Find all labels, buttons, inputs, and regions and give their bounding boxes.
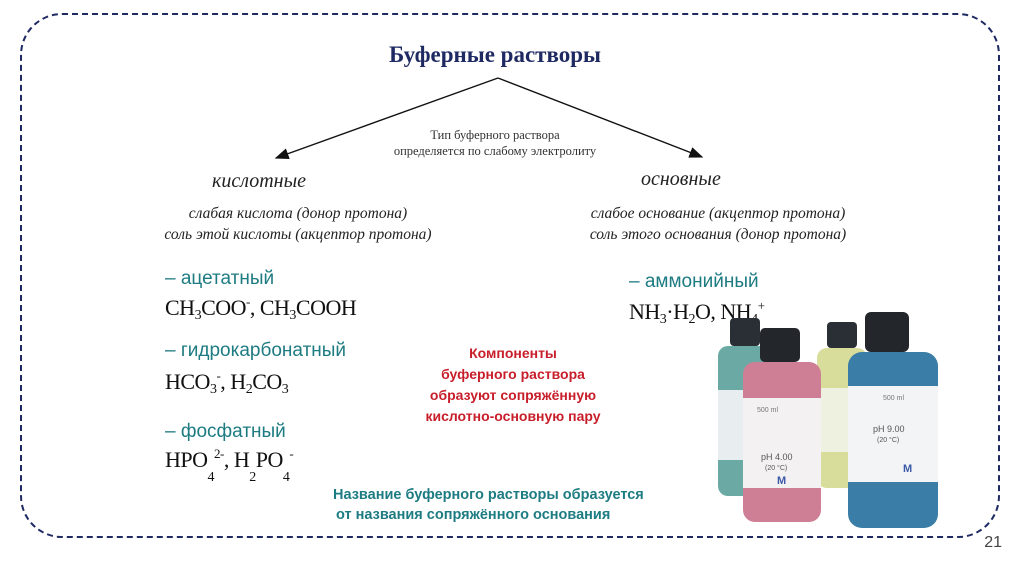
naming-note-line-1: Название буферного растворы образуется	[333, 487, 644, 503]
bicarbonate-formula: HCO3-, H2CO3	[165, 368, 289, 397]
acetate-name: – ацетатный	[165, 268, 275, 289]
basic-description: слабое основание (акцептор протона) соль…	[538, 203, 898, 245]
arrow-left	[274, 77, 499, 159]
components-note-line-4: кислотно-основную пару	[425, 408, 601, 424]
bottle1-ph: pH 4.00	[761, 452, 793, 462]
basic-desc-line-1: слабое основание (акцептор протона)	[590, 205, 846, 222]
acidic-description: слабая кислота (донор протона) соль этой…	[118, 203, 478, 245]
buffer-bottles-image: pH 4.00 (20 °C) 500 ml M pH 9.00 (20 °C)…	[718, 312, 938, 528]
bicarbonate-name: – гидрокарбонатный	[165, 340, 347, 361]
acidic-desc-line-2: соль этой кислоты (акцептор протона)	[164, 226, 432, 243]
type-note-line-1: Тип буферного раствора	[430, 128, 560, 142]
branch-arrows	[274, 77, 704, 159]
bottle2-ph: pH 9.00	[873, 424, 905, 434]
phosphate-name: – фосфатный	[165, 421, 286, 442]
bottle2-brand: M	[903, 463, 912, 475]
components-note: Компоненты буферного раствора образуют с…	[398, 343, 628, 427]
components-note-line-2: буферного раствора	[441, 366, 585, 382]
acidic-heading: кислотные	[212, 170, 306, 192]
naming-note-line-2: от названия сопряжённого основания	[336, 507, 611, 523]
components-note-line-1: Компоненты	[469, 345, 557, 361]
basic-heading: основные	[641, 168, 721, 190]
ammonium-name: – аммонийный	[629, 271, 759, 292]
bottle2-temp: (20 °C)	[877, 436, 899, 444]
bottle1-temp: (20 °C)	[765, 464, 787, 472]
page-number: 21	[984, 534, 1002, 551]
basic-desc-line-2: соль этого основания (донор протона)	[589, 226, 847, 243]
bottle1-volume: 500 ml	[757, 407, 778, 414]
acidic-desc-line-1: слабая кислота (донор протона)	[188, 205, 408, 222]
slide-title: Буферные растворы	[389, 42, 601, 67]
naming-note: Название буферного растворы образуется о…	[333, 485, 644, 525]
bottle2-volume: 500 ml	[883, 395, 904, 402]
bottle1-brand: M	[777, 475, 786, 487]
type-note-line-2: определяется по слабому электролиту	[393, 144, 597, 158]
arrow-right	[497, 77, 704, 158]
components-note-line-3: образуют сопряжённую	[429, 387, 597, 403]
slide-frame	[20, 13, 1000, 538]
acetate-formula: CH3COO-, CH3COOH	[165, 294, 357, 323]
phosphate-formula: HPO42-, H2PO4-	[165, 446, 294, 485]
type-note: Тип буферного раствора определяется по с…	[370, 127, 620, 159]
